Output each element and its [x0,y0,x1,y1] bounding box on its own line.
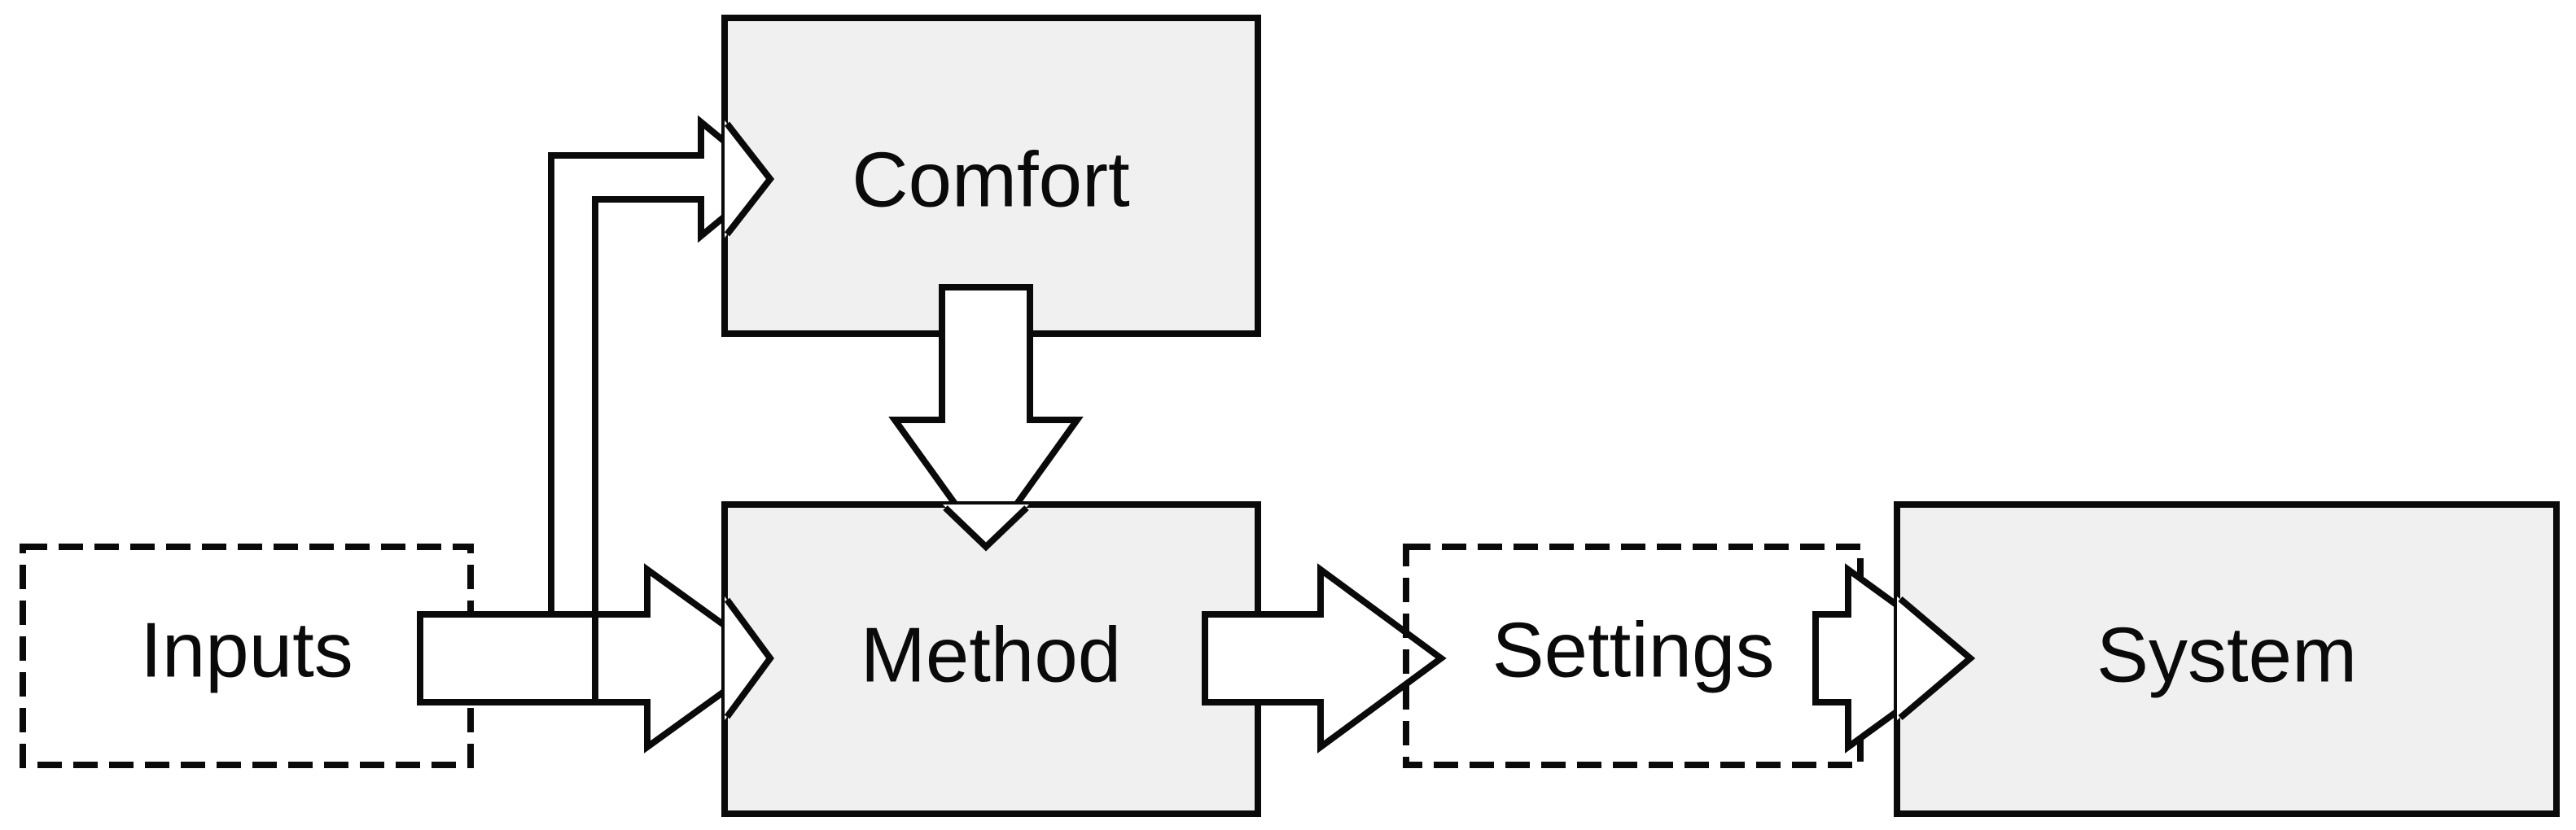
down-arrow-overlap-fix [943,505,1029,552]
node-inputs[interactable]: Inputs [20,544,474,768]
method-box[interactable] [721,501,1261,817]
method-to-settings-arrow-shape [1202,563,1447,754]
inputs-arrow-overlap-fix [724,596,774,720]
feedback-arrow-overlap-fix [724,120,775,238]
node-system[interactable]: System [1894,501,2560,817]
inputs-arrow-tip-fill [725,596,770,720]
inputs-arrow-tip-outline [724,597,774,719]
feedback-arrow-tip-fill [725,120,770,238]
comfort-to-method-arrow-shape [888,284,1084,553]
inputs-box[interactable] [20,544,474,768]
settings-arrow-tip-fill [1897,596,1970,720]
feedback-arrow-tip-outline [724,121,775,237]
edge-method-to-settings [1202,563,1447,754]
settings-arrow-overlap-fix [1897,596,1976,721]
system-box[interactable] [1894,501,2560,817]
settings-box[interactable] [1403,544,1864,768]
edge-comfort-to-method [888,284,1084,553]
down-arrow-tip-fill [943,505,1029,547]
node-settings[interactable]: Settings [1403,544,1864,768]
down-arrow-tip-outline [943,505,1029,552]
feedback-line-overlays [548,155,598,702]
settings-arrow-tip-outline [1898,596,1976,721]
settings-label: Settings [1492,606,1775,693]
node-method[interactable]: Method [721,501,1261,817]
